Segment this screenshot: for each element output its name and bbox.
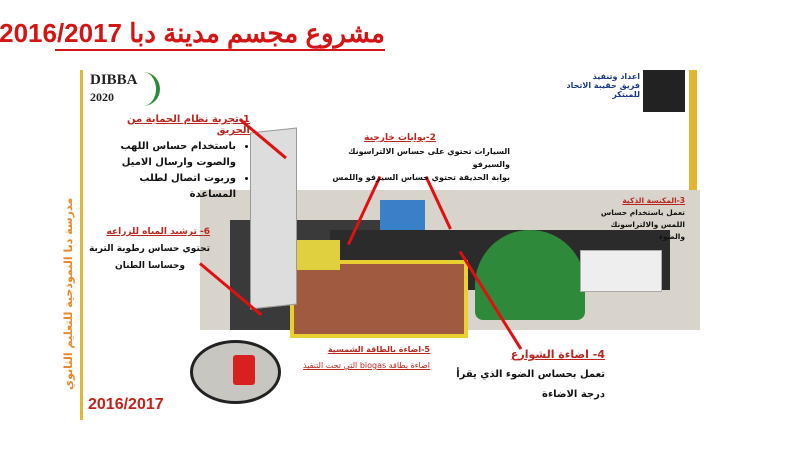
s4-line: درجة الاضاءة [542,389,605,400]
s6-line: وحساسا الطنان [115,261,185,271]
s6-line: تحتوي حساس رطوبة التربة [89,244,210,254]
s1-bullet: وربوت اتصال لطلب المساعدة [100,171,236,203]
section-fire-protection: 1-تجربة نظام الحماية من الحريق باستخدام … [100,114,250,203]
page-title: مشروع مجسم مدينة دبا 2016/2017 [0,18,385,51]
s3-line: اللمس والالتراسونك والضوء [610,220,686,241]
s2-line: السيارات تحتوي على حساس الالتراسونك والس… [348,147,510,169]
section-gates: 2-بوابات خارجية السيارات تحتوي على حساس … [330,132,510,184]
credits-line1: اعداد وتنفيذ [592,72,640,81]
s3-line: تعمل باستخدام حساس [600,208,685,217]
s4-heading: 4- اضاءة الشوارع [510,348,605,361]
credits: اعداد وتنفيذ فريق حقيبة الاتحاد للمبتكر [540,72,640,99]
s2-line: بوابة الحديقة تحتوي حساس السيرفو واللمس [332,173,510,182]
s1-heading: 1-تجربة نظام الحماية من الحريق [126,114,250,136]
s1-bullet: باستخدام حساس اللهب والصوت وارسال الاميل [100,139,236,171]
s5-heading: 5-اضاءة بالطاقة الشمسية [327,345,430,354]
tower-model [250,127,297,310]
section-solar-lighting: 5-اضاءة بالطاقة الشمسية اضاءة بطاقة biog… [290,342,430,374]
s6-heading: 6- ترشيد المياه للزراعه [106,227,211,237]
s5-line: اضاءة بطاقة biogas التي تحت التنفيذ [303,361,430,370]
section-smart-vacuum: 3-المكنسة الذكية تعمل باستخدام حساس اللم… [590,195,685,243]
credits-line2: فريق حقيبة الاتحاد للمبتكر [566,81,640,99]
vacuum-model [580,250,662,292]
s4-line: تعمل بحساس الضوء الذي يقرأ [456,369,605,380]
section-water-saving: 6- ترشيد المياه للزراعه تحتوي حساس رطوبة… [85,224,210,275]
biogas-photo [190,340,281,404]
team-logo [643,70,685,112]
s2-heading: 2-بوابات خارجية [364,133,436,143]
s3-heading: 3-المكنسة الذكية [622,196,685,205]
left-accent-bar [80,70,83,420]
side-label: مدرسة دبا النموذجية للتعليم الثانوي [62,197,75,390]
year-label: 2016/2017 [88,396,164,413]
section-street-lighting: 4- اضاءة الشوارع تعمل بحساس الضوء الذي ي… [455,345,605,405]
